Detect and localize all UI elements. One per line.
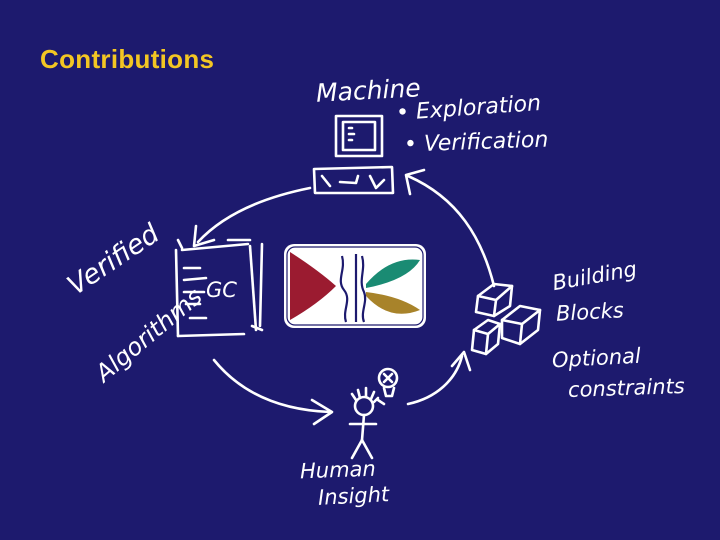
logo-left-shape <box>290 252 336 320</box>
building-blocks-line2: Blocks <box>555 298 625 326</box>
cubes-icon <box>470 282 542 356</box>
arrow-human-to-blocks <box>406 350 472 406</box>
human-label: Human <box>299 456 377 484</box>
arrow-machine-to-verified <box>192 186 312 248</box>
slide-title: Contributions <box>40 44 215 74</box>
insight-label: Insight <box>317 482 390 510</box>
optional-constraints-line1: Optional <box>551 343 642 373</box>
center-logo <box>284 244 426 328</box>
logo-bottom-right-shape <box>366 292 420 314</box>
optional-constraints-line2: constraints <box>567 373 686 403</box>
stick-figure-icon <box>348 386 380 460</box>
computer-icon <box>312 114 395 195</box>
code-gc-label: GC <box>206 278 237 302</box>
lightbulb-icon <box>376 367 399 406</box>
machine-bullet-verification: • Verification <box>403 127 549 158</box>
code-document-icon <box>174 238 264 338</box>
arrow-blocks-to-machine <box>404 168 496 288</box>
logo-top-right-shape <box>366 259 420 288</box>
arrow-verified-to-human <box>212 358 334 426</box>
